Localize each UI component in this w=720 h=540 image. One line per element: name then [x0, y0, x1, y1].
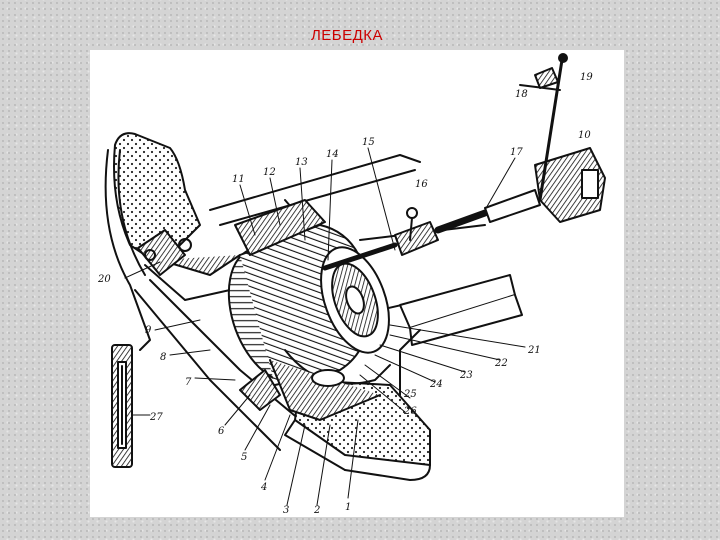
leader-lines [124, 147, 526, 506]
callout-23: 23 [459, 370, 473, 381]
callout-6: 6 [218, 426, 225, 437]
winch-drawing: 1 2 3 4 5 6 7 8 9 10 11 12 13 14 15 16 1… [97, 53, 606, 516]
callout-13: 13 [295, 157, 308, 168]
callout-11: 11 [232, 174, 245, 185]
callout-1: 1 [345, 502, 351, 513]
callout-3: 3 [283, 505, 289, 516]
callout-7: 7 [185, 377, 192, 388]
brake-and-gear [239, 349, 391, 421]
callout-10: 10 [578, 130, 591, 141]
callout-17: 17 [510, 147, 523, 158]
callout-20: 20 [97, 274, 111, 285]
winch-diagram: 1 2 3 4 5 6 7 8 9 10 11 12 13 14 15 16 1… [90, 50, 624, 517]
callout-19: 19 [580, 72, 593, 83]
slide-title: ЛЕБЕДКА [310, 27, 384, 44]
callout-4: 4 [260, 482, 267, 493]
callout-9: 9 [145, 325, 152, 336]
callout-8: 8 [160, 352, 166, 363]
inset-part [111, 344, 133, 468]
callout-26: 26 [403, 406, 417, 417]
callout-21: 21 [527, 345, 541, 356]
callout-12: 12 [263, 167, 276, 178]
callout-15: 15 [362, 137, 375, 148]
gearbox [519, 53, 606, 223]
callout-18: 18 [515, 89, 528, 100]
callout-2: 2 [313, 505, 320, 516]
callout-24: 24 [429, 379, 443, 390]
left-frame [104, 132, 301, 451]
callout-14: 14 [326, 149, 339, 160]
callout-25: 25 [403, 389, 417, 400]
callout-16: 16 [415, 179, 428, 190]
callout-5: 5 [241, 452, 247, 463]
callout-27: 27 [149, 412, 163, 423]
frame-rails [209, 154, 523, 396]
callout-labels: 1 2 3 4 5 6 7 8 9 10 11 12 13 14 15 16 1… [97, 72, 593, 516]
winch-drum [227, 199, 390, 386]
drive-shaft [322, 189, 541, 271]
callout-22: 22 [494, 358, 508, 369]
